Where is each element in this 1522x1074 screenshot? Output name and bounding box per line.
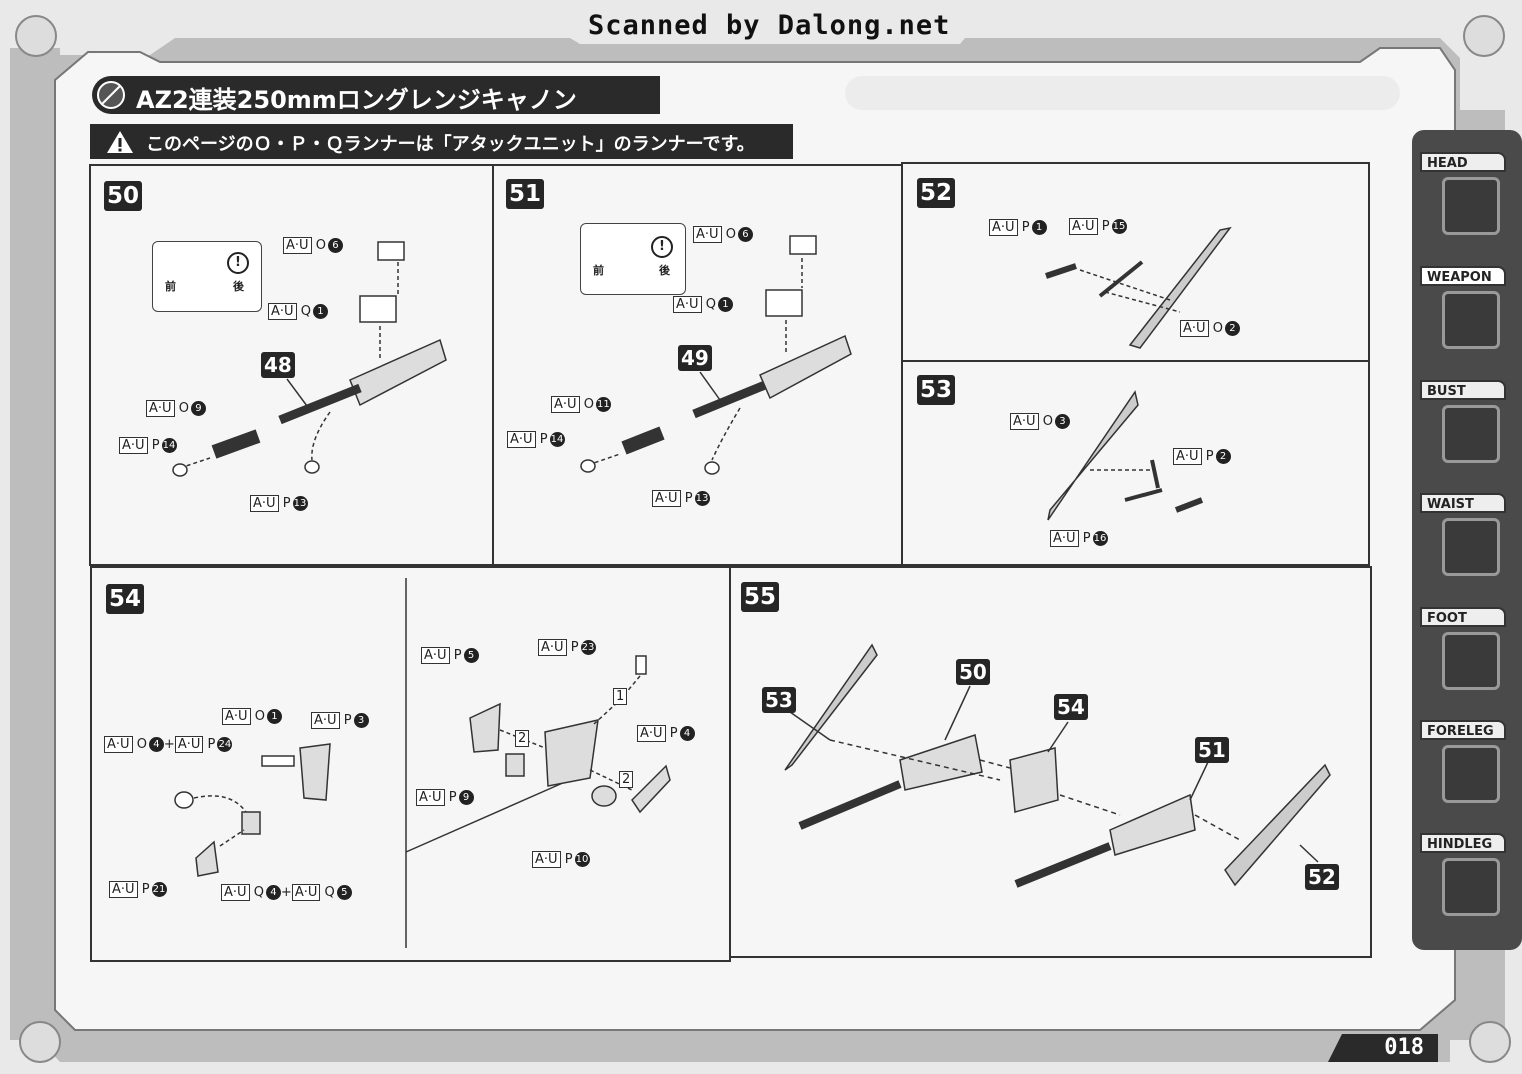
sidebar-tab-label: HINDLEG: [1420, 833, 1506, 853]
step-number: 54: [106, 584, 145, 614]
order-mark: 1: [613, 688, 628, 705]
sidebar-tab-label: FORELEG: [1420, 720, 1506, 740]
step-number: 55: [741, 582, 780, 612]
waist-icon: [1442, 518, 1500, 576]
ref-step: 48: [261, 352, 295, 378]
weapon-icon: [1442, 291, 1500, 349]
title-bar: [92, 76, 660, 114]
ref-step: 54: [1054, 694, 1088, 720]
step-number: 52: [917, 178, 956, 208]
step-53-panel: [901, 360, 1370, 566]
order-mark: 2: [619, 771, 634, 788]
sidebar-tab-label: WEAPON: [1420, 266, 1506, 286]
front-label: 前: [593, 264, 604, 277]
notice-bar: [90, 124, 793, 159]
hindleg-icon: [1442, 858, 1500, 916]
gear-icon: [97, 81, 125, 109]
notice-text: このページのＯ・Ｐ・Ｑランナーは「アタックユニット」のランナーです。: [146, 134, 755, 155]
bust-icon: [1442, 405, 1500, 463]
ref-step: 53: [762, 687, 796, 713]
step-number: 50: [104, 181, 143, 211]
foreleg-icon: [1442, 745, 1500, 803]
ref-step: 52: [1305, 864, 1339, 890]
orientation-callout-50: 前 後 !: [152, 241, 262, 312]
orientation-callout-51: 前 後 !: [580, 223, 686, 295]
ref-step: 50: [956, 659, 990, 685]
caution-icon: !: [651, 236, 673, 258]
page-title: AZ2連装250mmロングレンジキャノン: [136, 86, 577, 114]
sidebar-tab-label: WAIST: [1420, 493, 1506, 513]
back-label: 後: [659, 264, 670, 277]
head-icon: [1442, 177, 1500, 235]
foot-icon: [1442, 632, 1500, 690]
sidebar-tab-label: BUST: [1420, 380, 1506, 400]
step-number: 53: [917, 375, 956, 405]
page-number: 018: [1328, 1034, 1438, 1062]
watermark: Scanned by Dalong.net: [588, 10, 951, 41]
ref-step: 51: [1195, 737, 1229, 763]
sidebar-tab-label: FOOT: [1420, 607, 1506, 627]
ref-step: 49: [678, 345, 712, 371]
sidebar-tab-label: HEAD: [1420, 152, 1506, 172]
warning-icon: [107, 131, 133, 153]
back-label: 後: [233, 280, 244, 293]
order-mark: 2: [515, 730, 530, 747]
step-55-panel: [729, 566, 1372, 958]
caution-icon: !: [227, 252, 249, 274]
front-label: 前: [165, 280, 176, 293]
step-number: 51: [506, 179, 545, 209]
